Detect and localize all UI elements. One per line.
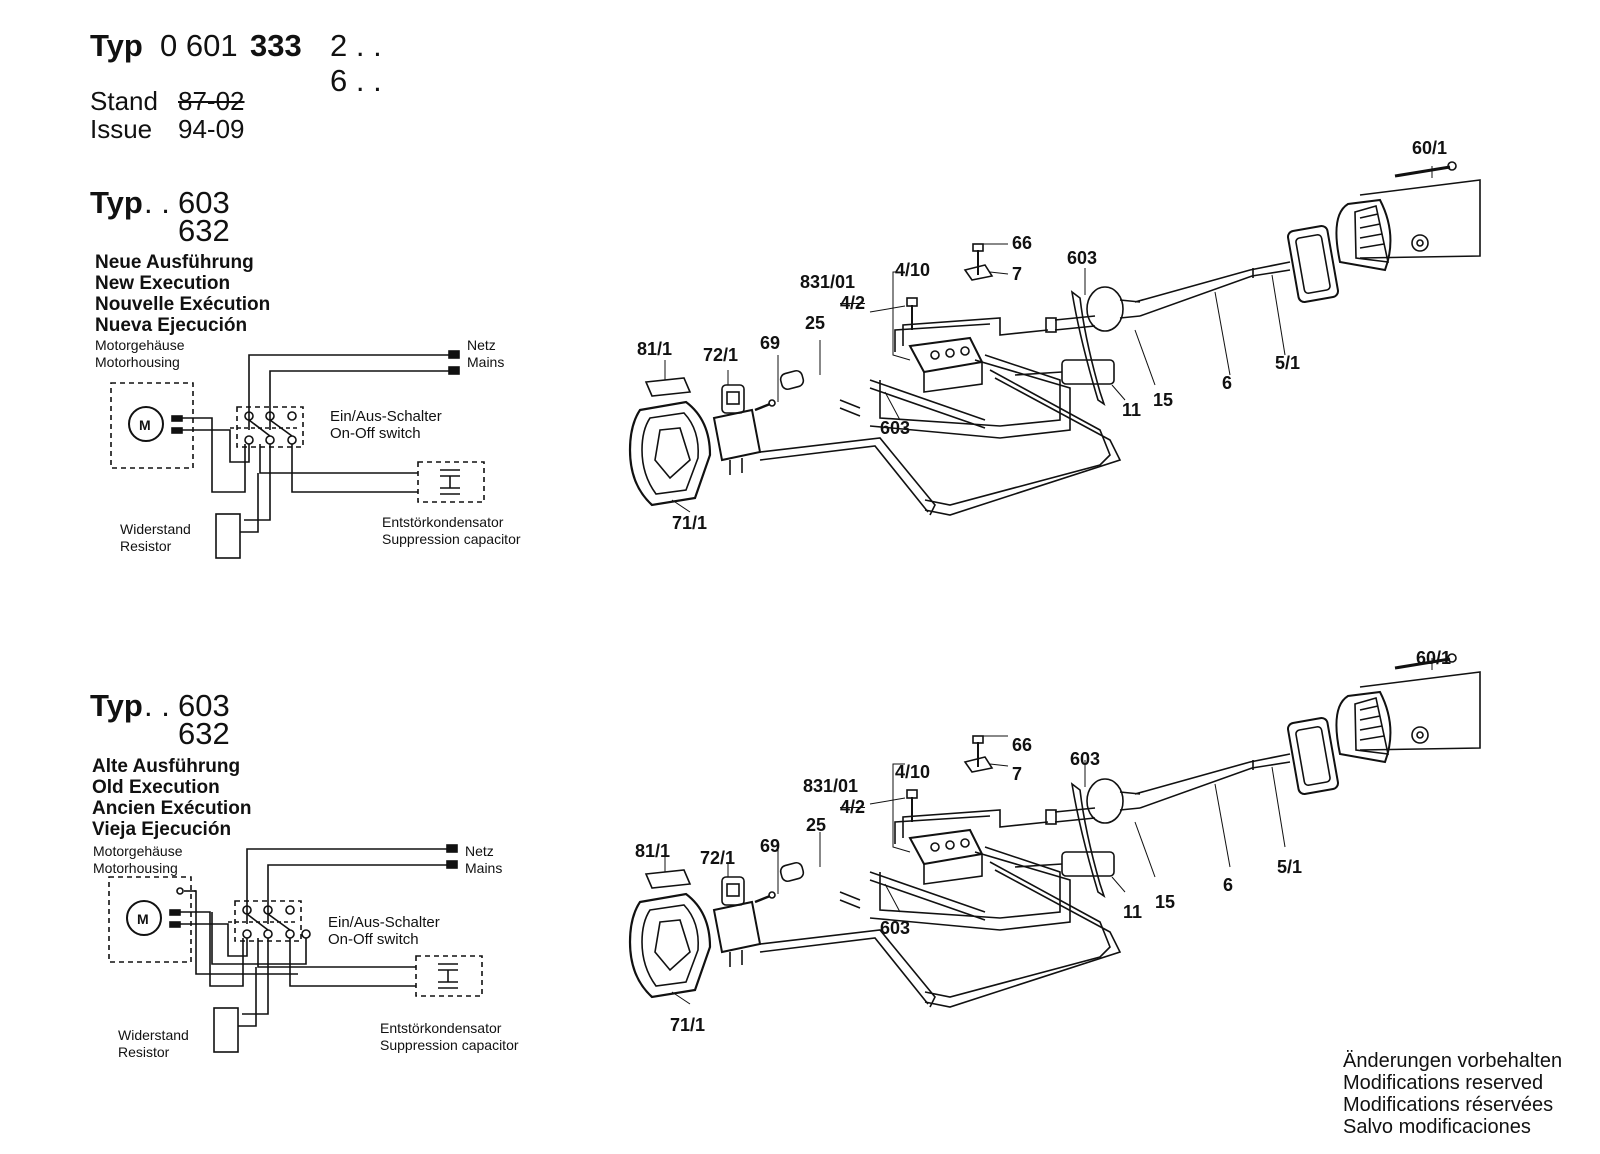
- callout-831-01: 831/01: [800, 272, 856, 292]
- callout-25: 25: [805, 313, 826, 333]
- exploded-view-new: [628, 160, 1482, 517]
- execution-fr: Nouvelle Exécution: [95, 294, 271, 315]
- callout-11: 11: [1123, 902, 1143, 922]
- callout-4-2: 4/2: [840, 293, 866, 313]
- callout-60-1: 60/1: [1416, 648, 1452, 668]
- section-typ-dots: . .: [144, 185, 170, 220]
- section-typ-632: 632: [178, 716, 230, 751]
- execution-labels: Neue Ausführung New Execution Nouvelle E…: [95, 252, 270, 336]
- notice-en: Modifications reserved: [1343, 1072, 1544, 1094]
- callout-69: 69: [760, 333, 781, 353]
- callout-72-1: 72/1: [700, 848, 736, 868]
- section-typ-label: Typ: [90, 688, 143, 723]
- resistor-label: Widerstand Resistor: [118, 1027, 189, 1060]
- callout-603-bottom: 603: [880, 918, 911, 938]
- callout-6: 6: [1222, 373, 1233, 393]
- execution-es: Nueva Ejecución: [95, 315, 248, 336]
- section-typ-603: 603: [178, 688, 230, 723]
- section-typ-603: 603: [178, 185, 230, 220]
- callout-5-1: 5/1: [1275, 353, 1301, 373]
- execution-de: Neue Ausführung: [95, 252, 254, 273]
- execution-en: Old Execution: [92, 777, 220, 798]
- execution-fr: Ancien Exécution: [92, 798, 252, 819]
- stand-value: 87-02: [178, 86, 245, 116]
- variant-6: 6 . .: [330, 63, 382, 98]
- callout-71-1: 71/1: [670, 1015, 706, 1035]
- callout-11: 11: [1122, 400, 1142, 420]
- execution-de: Alte Ausführung: [92, 756, 241, 777]
- modifications-notice: Änderungen vorbehalten Modifications res…: [1343, 1050, 1562, 1138]
- wiring-schematic-old: [108, 844, 483, 1053]
- capacitor-label: Entstörkondensator Suppression capacitor: [382, 514, 521, 547]
- callout-81-1: 81/1: [635, 841, 671, 861]
- callout-603-bottom: 603: [880, 418, 911, 438]
- section-typ-label: Typ: [90, 185, 143, 220]
- section-typ-dots: . .: [144, 688, 170, 723]
- switch-label: Ein/Aus-Schalter On-Off switch: [330, 408, 442, 442]
- callout-831-01: 831/01: [803, 776, 859, 796]
- callout-5-1: 5/1: [1277, 857, 1303, 877]
- callout-4-10: 4/10: [895, 762, 931, 782]
- notice-es: Salvo modificaciones: [1343, 1116, 1531, 1138]
- motorhousing-label: Motorgehäuse Motorhousing: [93, 843, 183, 876]
- variant-2: 2 . .: [330, 28, 382, 63]
- typ-label: Typ: [90, 28, 143, 63]
- callout-7: 7: [1012, 264, 1023, 284]
- callout-6: 6: [1223, 875, 1234, 895]
- mains-label: Netz Mains: [465, 843, 503, 876]
- callout-71-1: 71/1: [672, 513, 708, 533]
- issue-label: Issue: [90, 114, 153, 144]
- callout-81-1: 81/1: [637, 339, 673, 359]
- callout-15: 15: [1155, 892, 1176, 912]
- exploded-view-old: [628, 652, 1482, 1009]
- execution-labels: Alte Ausführung Old Execution Ancien Exé…: [92, 756, 251, 840]
- callout-4-10: 4/10: [895, 260, 931, 280]
- callout-603-top: 603: [1067, 248, 1098, 268]
- callout-7: 7: [1012, 764, 1023, 784]
- mains-label: Netz Mains: [467, 337, 505, 370]
- callout-15: 15: [1153, 390, 1174, 410]
- part-number-prefix: 0 601: [160, 28, 238, 63]
- switch-label: Ein/Aus-Schalter On-Off switch: [328, 914, 440, 948]
- section-typ-632: 632: [178, 213, 230, 248]
- execution-es: Vieja Ejecución: [92, 819, 232, 840]
- motorhousing-label: Motorgehäuse Motorhousing: [95, 337, 185, 370]
- wiring-schematic-new: [110, 350, 485, 559]
- execution-en: New Execution: [95, 273, 231, 294]
- stand-label: Stand: [90, 86, 158, 116]
- capacitor-label: Entstörkondensator Suppression capacitor: [380, 1020, 519, 1053]
- old-extra-contacts: [176, 887, 311, 975]
- callout-4-2: 4/2: [840, 797, 866, 817]
- notice-fr: Modifications réservées: [1343, 1094, 1554, 1116]
- resistor-label: Widerstand Resistor: [120, 521, 191, 554]
- notice-de: Änderungen vorbehalten: [1343, 1050, 1563, 1072]
- callout-66: 66: [1012, 233, 1033, 253]
- part-number-bold: 333: [250, 28, 302, 63]
- callout-66: 66: [1012, 735, 1033, 755]
- callout-603-top: 603: [1070, 749, 1101, 769]
- callout-60-1: 60/1: [1412, 138, 1448, 158]
- callout-69: 69: [760, 836, 781, 856]
- callout-25: 25: [806, 815, 827, 835]
- callout-72-1: 72/1: [703, 345, 739, 365]
- issue-value: 94-09: [178, 114, 245, 144]
